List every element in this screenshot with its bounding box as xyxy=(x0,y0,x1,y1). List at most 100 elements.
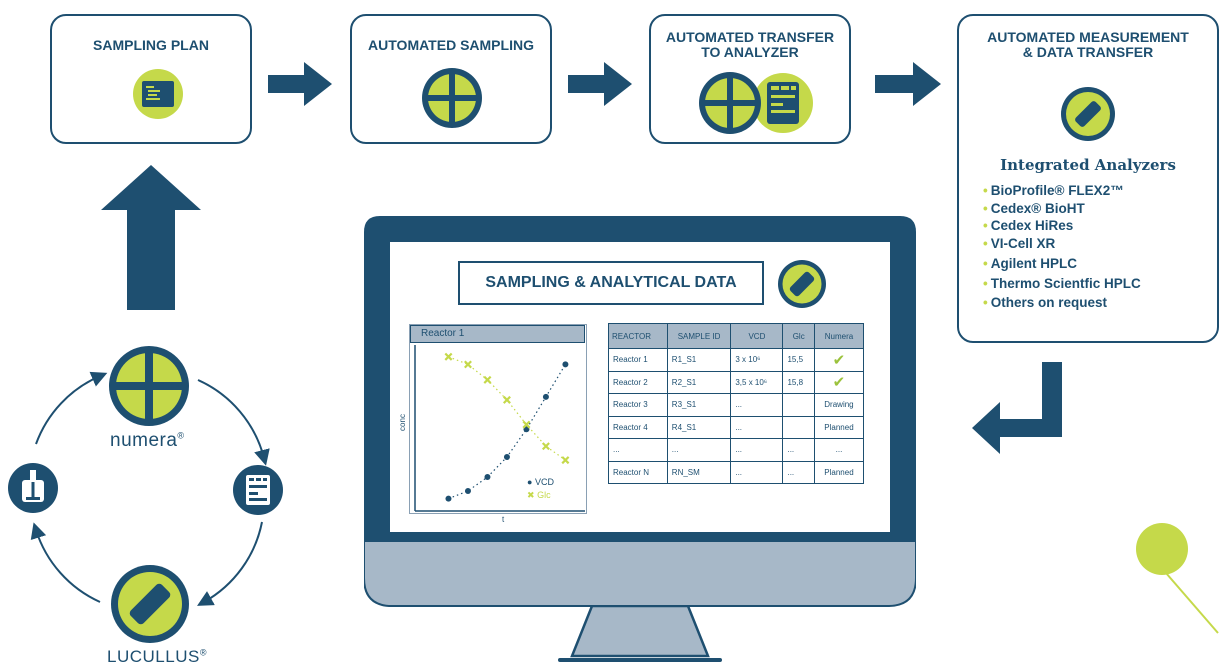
status-cell: Planned xyxy=(813,460,865,484)
right-arrow-icon xyxy=(568,62,632,106)
table-row: Reactor 4 R4_S1 ... Planned xyxy=(608,415,865,439)
status-cell: Drawing xyxy=(813,393,865,417)
right-arrow-icon xyxy=(875,62,941,106)
y-axis-label: conc xyxy=(397,414,407,431)
chart-legend: ● VCD ✖ Glc xyxy=(527,476,554,502)
step-automated-transfer: AUTOMATED TRANSFER TO ANALYZER xyxy=(649,14,851,144)
bioreactor-icon xyxy=(8,463,58,513)
lucullus-icon xyxy=(778,260,826,308)
table-cell: ... xyxy=(608,438,668,462)
numera-icon xyxy=(422,68,482,128)
return-arrow-icon xyxy=(972,362,1062,454)
table-header-row: REACTOR SAMPLE ID VCD Glc Numera xyxy=(608,323,865,349)
table-row: ... ... ... ... ... xyxy=(608,438,865,462)
step-automated-measurement: AUTOMATED MEASUREMENT & DATA TRANSFER In… xyxy=(957,14,1219,343)
integrated-analyzers-heading: Integrated Analyzers xyxy=(1000,156,1176,174)
document-list-icon xyxy=(133,69,183,119)
column-header: SAMPLE ID xyxy=(666,323,732,349)
table-cell: 15,8 xyxy=(782,370,815,394)
analyzer-item: •Thermo Scientfic HPLC xyxy=(983,275,1141,291)
table-cell: Reactor 3 xyxy=(608,393,668,417)
table-row: Reactor 1 R1_S1 3 x 10⁶ 15,5 ✔ xyxy=(608,348,865,372)
data-point-glc xyxy=(522,420,531,429)
analyzer-item: •Cedex® BioHT xyxy=(983,200,1085,216)
data-point-glc xyxy=(444,352,453,361)
table-row: Reactor 2 R2_S1 3,5 x 10⁶ 15,8 ✔ xyxy=(608,370,865,394)
data-point-vcd xyxy=(523,426,530,433)
table-cell: ... xyxy=(730,393,784,417)
numera-icon xyxy=(109,346,189,426)
table-cell: 3 x 10⁶ xyxy=(730,348,784,372)
column-header: Glc xyxy=(782,323,815,349)
step-sampling-plan: SAMPLING PLAN xyxy=(50,14,252,144)
analyzer-item: •BioProfile® FLEX2™ xyxy=(983,183,1124,198)
data-point-vcd xyxy=(562,361,569,368)
lucullus-icon xyxy=(1061,87,1115,141)
table-cell: R4_S1 xyxy=(666,415,732,439)
table-cell xyxy=(782,393,815,417)
step-title: AUTOMATED SAMPLING xyxy=(368,37,534,53)
step-title: AUTOMATED MEASUREMENT & DATA TRANSFER xyxy=(987,29,1189,60)
table-cell: ... xyxy=(730,438,784,462)
table-cell: Reactor 2 xyxy=(608,370,668,394)
table-cell: ... xyxy=(782,460,815,484)
sample-table: REACTOR SAMPLE ID VCD Glc Numera Reactor… xyxy=(608,323,865,484)
table-cell: RN_SM xyxy=(666,460,732,484)
data-point-vcd xyxy=(464,487,471,494)
reactor-chart xyxy=(414,345,585,512)
table-cell: R1_S1 xyxy=(666,348,732,372)
data-point-glc xyxy=(561,456,570,465)
table-cell: Reactor N xyxy=(608,460,668,484)
step-automated-sampling: AUTOMATED SAMPLING xyxy=(350,14,552,144)
analyzer-item: •Others on request xyxy=(983,295,1108,310)
table-cell xyxy=(782,415,815,439)
cycle-arrows xyxy=(30,371,270,606)
column-header: VCD xyxy=(730,323,784,349)
table-cell: R3_S1 xyxy=(666,393,732,417)
x-axis-label: t xyxy=(502,515,505,524)
analyzer-item: •Cedex HiRes xyxy=(983,218,1074,233)
numera-label: numera® xyxy=(110,430,185,451)
analyzer-list: •BioProfile® FLEX2™ •Cedex® BioHT •Cedex… xyxy=(983,182,1141,312)
table-cell: Reactor 4 xyxy=(608,415,668,439)
data-point-vcd xyxy=(542,393,549,400)
screen-title: SAMPLING & ANALYTICAL DATA xyxy=(458,261,764,305)
analyzer-icon xyxy=(233,465,283,515)
table-cell: 3,5 x 10⁶ xyxy=(730,370,784,394)
column-header: REACTOR xyxy=(608,323,668,349)
data-point-glc xyxy=(463,360,472,369)
step-title: SAMPLING PLAN xyxy=(93,37,209,53)
table-row: Reactor N RN_SM ... ... Planned xyxy=(608,460,865,484)
data-point-glc xyxy=(502,395,511,404)
status-cell: ... xyxy=(813,438,865,462)
data-point-vcd xyxy=(445,495,452,502)
column-header: Numera xyxy=(813,323,865,349)
data-point-vcd xyxy=(503,454,510,460)
table-cell: 15,5 xyxy=(782,348,815,372)
analyzer-item: •VI-Cell XR xyxy=(983,235,1056,251)
data-point-glc xyxy=(541,442,550,451)
table-cell: ... xyxy=(782,438,815,462)
table-cell: ... xyxy=(730,460,784,484)
table-cell: R2_S1 xyxy=(666,370,732,394)
lucullus-icon xyxy=(111,565,189,643)
right-arrow-icon xyxy=(268,62,332,106)
chart-title: Reactor 1 xyxy=(410,325,585,343)
data-point-vcd xyxy=(484,474,491,481)
status-cell: Planned xyxy=(813,415,865,439)
data-point-glc xyxy=(483,375,492,384)
legend-item-vcd: ● VCD xyxy=(527,477,554,487)
check-icon: ✔ xyxy=(813,370,865,394)
decorative-pin xyxy=(1136,523,1219,634)
table-cell: ... xyxy=(666,438,732,462)
chart-frame xyxy=(409,324,587,514)
table-cell: Reactor 1 xyxy=(608,348,668,372)
lucullus-label: LUCULLUS® xyxy=(107,647,207,666)
numera-and-analyzer-icon xyxy=(699,72,813,134)
analyzer-item: •Agilent HPLC xyxy=(983,256,1077,271)
legend-item-glc: ✖ Glc xyxy=(527,490,551,500)
step-title: AUTOMATED TRANSFER TO ANALYZER xyxy=(665,29,835,60)
up-arrow-icon xyxy=(101,165,201,310)
table-cell: ... xyxy=(730,415,784,439)
table-row: Reactor 3 R3_S1 ... Drawing xyxy=(608,393,865,417)
